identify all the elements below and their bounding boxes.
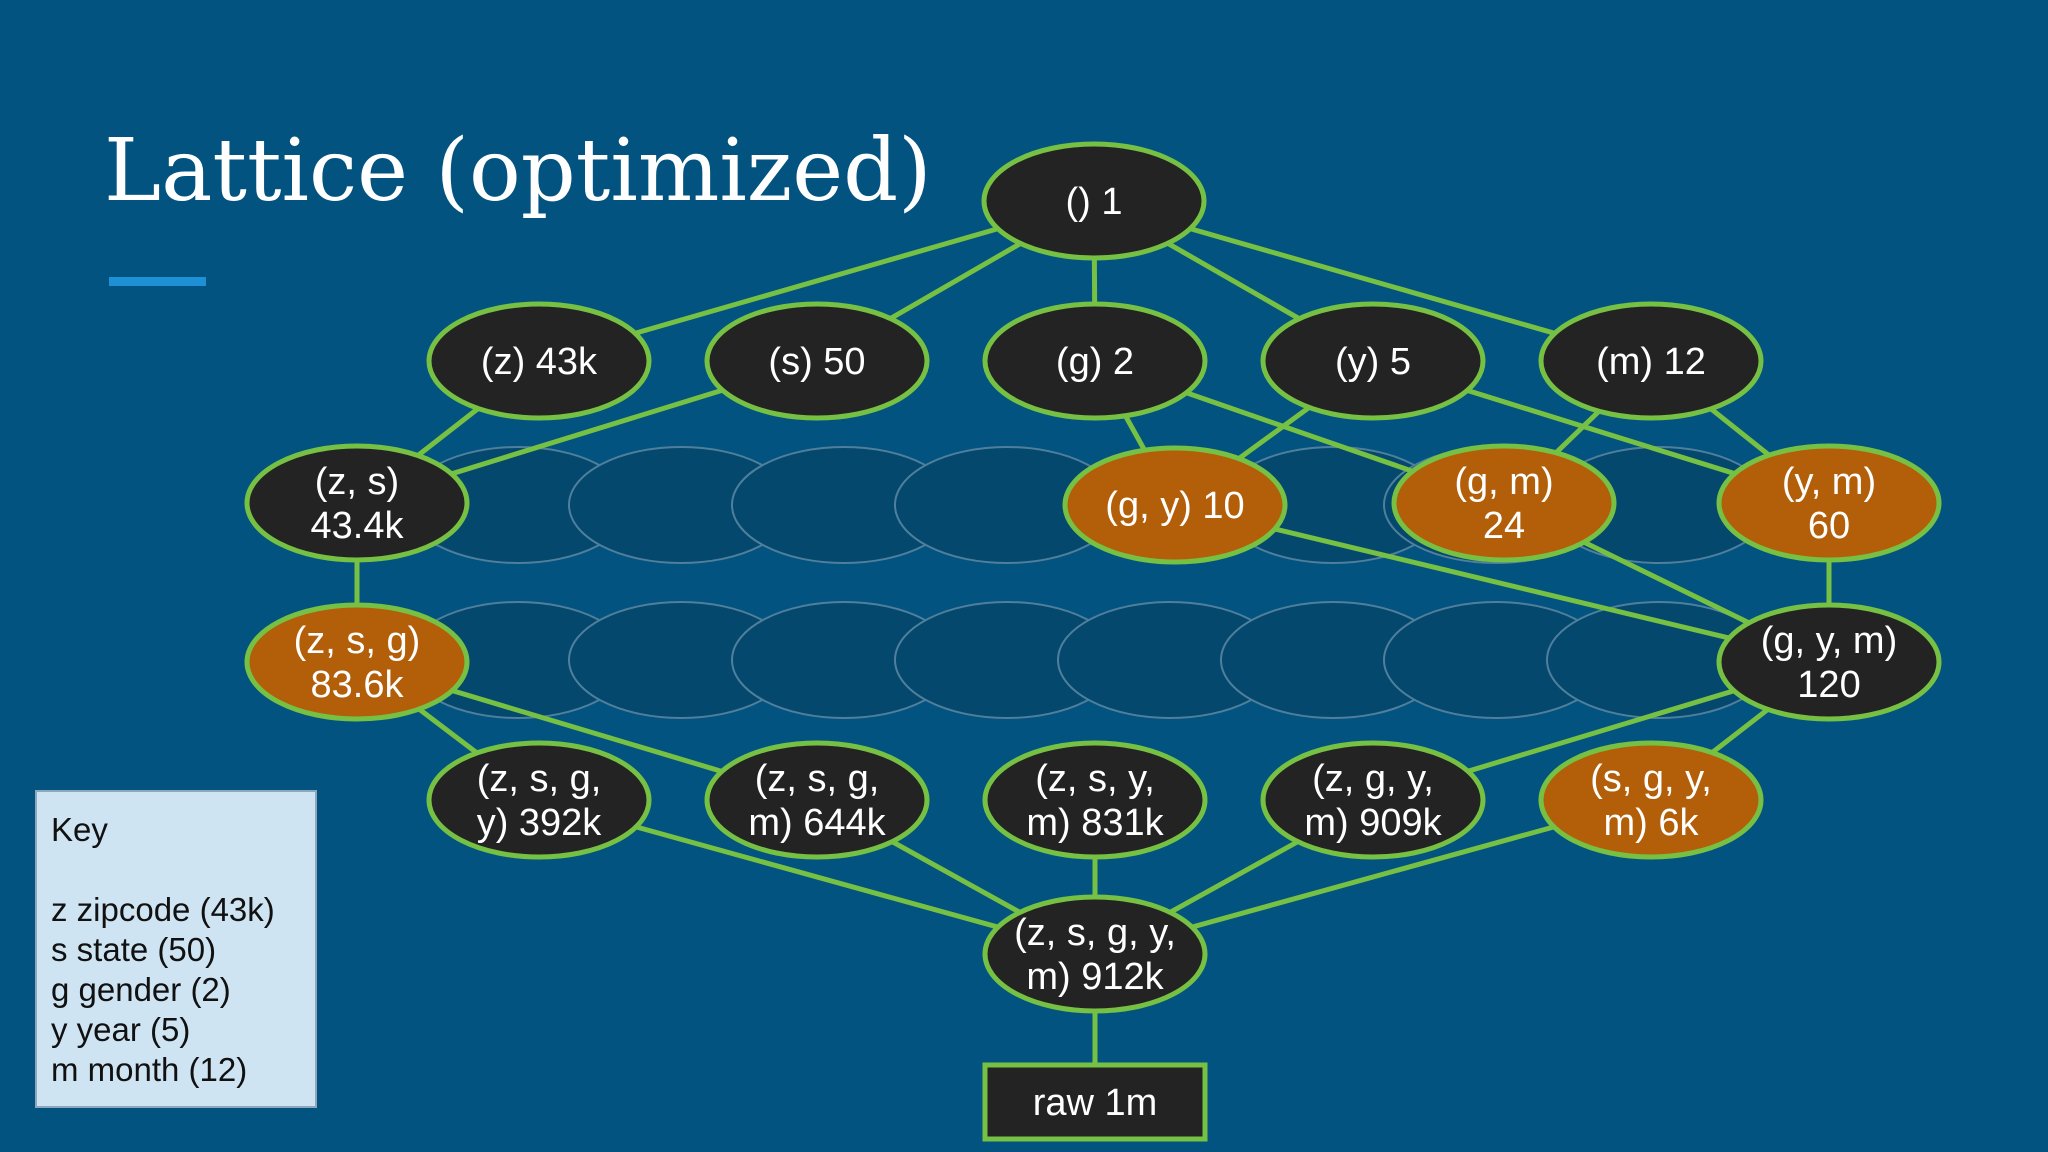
node-label-s: (s) 50 [768,341,865,383]
node-label-m: (m) 12 [1596,341,1706,383]
node-gy: (g, y) 10 [1062,445,1288,565]
node-label-g: (g) 2 [1056,341,1134,383]
slide-title: Lattice (optimized) [104,121,932,221]
node-shape-y [1260,301,1486,421]
node-label-ym: 60 [1808,505,1850,547]
node-shape-zgym [1260,740,1486,860]
node-shape-zsgym [982,894,1208,1014]
node-shape-gy [1062,445,1288,565]
raw-box-shape [982,1062,1208,1142]
node-label-zsg: 83.6k [311,664,405,706]
node-layer: () 1 (z) 43k (s) 50 (g) 2 (y) 5 (m) 12 (z, s)4… [244,141,1942,1142]
key-title: Key [51,811,108,848]
key-item-year: y year (5) [51,1010,191,1048]
node-gm: (g, m)24 [1391,443,1617,563]
node-y: (y) 5 [1260,301,1486,421]
node-label-gym: (g, y, m) [1761,620,1898,662]
node-shape-zsym [982,740,1208,860]
node-zsgym: (z, s, g, y,m) 912k [982,894,1208,1014]
node-g: (g) 2 [982,301,1208,421]
node-label-empty: () 1 [1066,181,1123,223]
node-label-zgym: (z, g, y, [1312,758,1434,800]
node-label-zsgym: (z, s, g, y, [1014,912,1176,954]
node-zsgm: (z, s, g,m) 644k [704,740,930,860]
node-label-gym: 120 [1797,664,1860,706]
node-zsgy: (z, s, g,y) 392k [426,740,652,860]
node-z: (z) 43k [426,301,652,421]
node-shape-sgym [1538,740,1764,860]
node-label-zsym: m) 831k [1026,802,1164,844]
node-shape-zsgm [704,740,930,860]
raw-data-box: raw 1m [982,1062,1208,1142]
node-label-zsym: (z, s, y, [1035,758,1155,800]
node-label-zsg: (z, s, g) [294,620,421,662]
node-label-zs: (z, s) [315,461,399,503]
node-label-sgym: (s, g, y, [1590,758,1712,800]
node-empty: () 1 [981,141,1207,261]
node-zsym: (z, s, y,m) 831k [982,740,1208,860]
node-shape-zs [244,443,470,563]
node-shape-zsgy [426,740,652,860]
node-zsg: (z, s, g)83.6k [244,602,470,722]
node-label-zsgy: y) 392k [477,802,603,844]
node-s: (s) 50 [704,301,930,421]
title-accent-bar [109,277,206,286]
node-label-gm: (g, m) [1454,461,1553,503]
node-shape-zsg [244,602,470,722]
key-item-state: s state (50) [51,930,217,968]
node-label-zsgym: m) 912k [1026,956,1164,998]
node-label-zsgm: (z, s, g, [755,758,880,800]
node-m: (m) 12 [1538,301,1764,421]
ghost-node-layer [405,446,1772,719]
node-shape-z [426,301,652,421]
node-shape-empty [981,141,1207,261]
node-label-gy: (g, y) 10 [1105,485,1244,527]
node-zgym: (z, g, y,m) 909k [1260,740,1486,860]
node-shape-gym [1716,602,1942,722]
node-shape-g [982,301,1208,421]
node-ym: (y, m)60 [1716,443,1942,563]
node-label-zgym: m) 909k [1304,802,1442,844]
node-label-y: (y) 5 [1335,341,1411,383]
node-label-gm: 24 [1483,505,1525,547]
node-label-zs: 43.4k [311,505,405,547]
edge-gy-gym [1174,502,1830,665]
node-shape-s [704,301,930,421]
node-shape-m [1538,301,1764,421]
node-shape-ym [1716,443,1942,563]
node-label-z: (z) 43k [481,341,598,383]
node-label-ym: (y, m) [1782,461,1876,503]
key-item-month: m month (12) [51,1050,248,1088]
node-label-sgym: m) 6k [1604,802,1700,844]
node-label-zsgm: m) 644k [748,802,886,844]
raw-box-label: raw 1m [1033,1082,1158,1124]
node-gym: (g, y, m)120 [1716,602,1942,722]
node-label-zsgy: (z, s, g, [477,758,602,800]
key-item-gender: g gender (2) [51,970,231,1008]
node-shape-gm [1391,443,1617,563]
key-box: Key z zipcode (43k) s state (50) g gende… [35,790,317,1108]
key-item-zipcode: z zipcode (43k) [51,890,275,928]
node-sgym: (s, g, y,m) 6k [1538,740,1764,860]
node-zs: (z, s)43.4k [244,443,470,563]
